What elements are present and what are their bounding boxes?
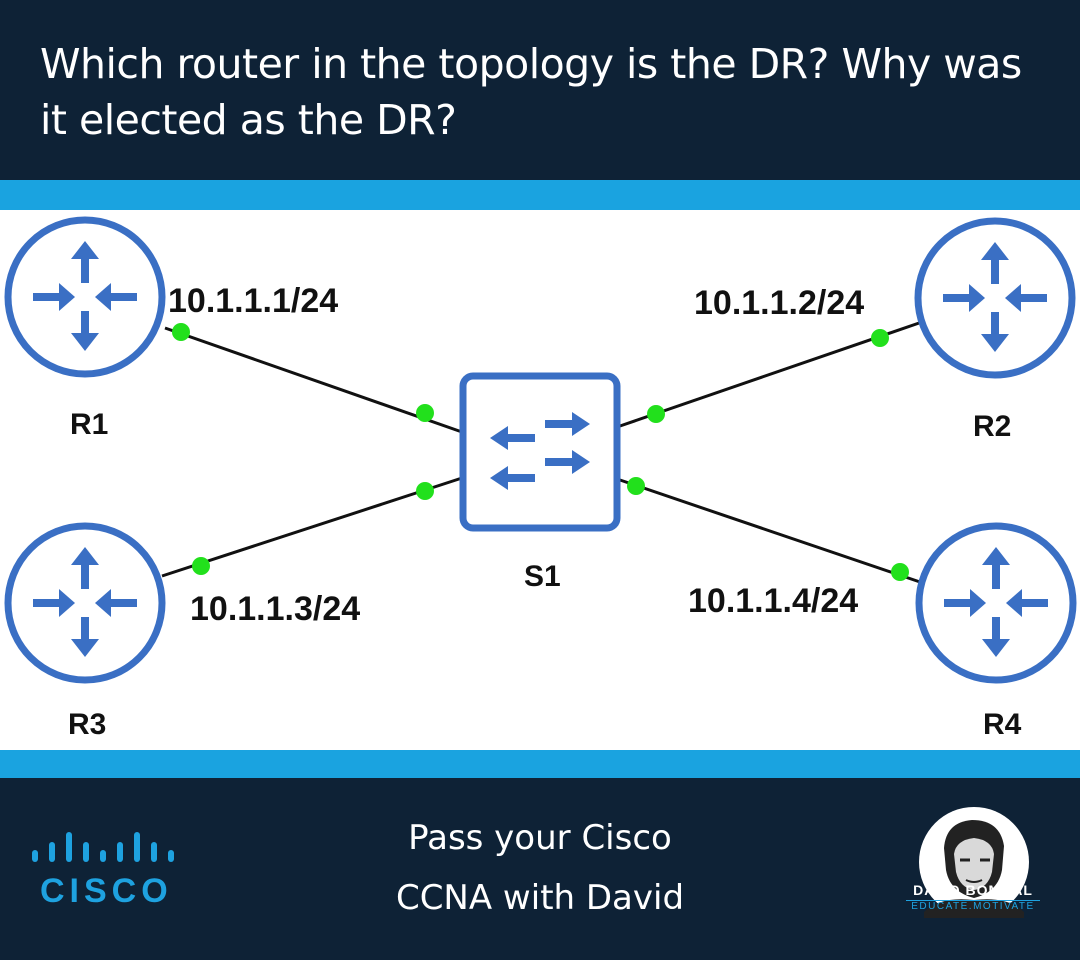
port-dot [871,329,889,347]
tagline-line-2: CCNA with David [395,878,685,918]
footer: CISCO Pass your Cisco CCNA with David DA… [0,778,1080,960]
network-topology-diagram: 10.1.1.1/24 10.1.1.2/24 10.1.1.3/24 10.1… [0,210,1080,750]
topology-svg [4,216,1077,684]
header: Which router in the topology is the DR? … [0,0,1080,180]
r4-ip-label: 10.1.1.4/24 [688,582,859,620]
link-r3-s1 [161,476,463,578]
brand-tagline: EDUCATE.MOTIVATE [906,900,1040,912]
port-dot [192,557,210,575]
david-bombal-logo-icon [919,807,1029,918]
port-dot [891,563,909,581]
link-r1-s1 [164,326,463,434]
tagline-line-1: Pass your Cisco [408,818,672,858]
brand-name: DAVID BOMBAL [913,882,1033,898]
r2-ip-label: 10.1.1.2/24 [694,284,865,322]
r3-name-label: R3 [68,708,107,741]
router-r4-icon [915,522,1077,684]
switch-s1-icon [459,372,621,532]
port-dot [647,405,665,423]
r2-name-label: R2 [973,410,1012,443]
link-r4-s1 [619,478,921,584]
top-accent-band [0,180,1080,210]
bottom-accent-band [0,750,1080,778]
router-r1-icon [4,216,166,378]
r3-ip-label: 10.1.1.3/24 [190,590,361,628]
port-dot [172,323,190,341]
port-dot [416,482,434,500]
router-r2-icon [914,217,1076,379]
r4-name-label: R4 [983,708,1022,741]
cisco-bars-icon [32,832,174,862]
router-r3-icon [4,522,166,684]
r1-ip-label: 10.1.1.1/24 [168,282,339,320]
footer-tagline: Pass your Cisco CCNA with David [340,808,740,928]
r1-name-label: R1 [70,408,109,441]
port-dot [416,404,434,422]
s1-name-label: S1 [524,560,561,593]
cisco-logo-text: CISCO [40,872,173,910]
question-title: Which router in the topology is the DR? … [40,40,1022,144]
port-dot [627,477,645,495]
